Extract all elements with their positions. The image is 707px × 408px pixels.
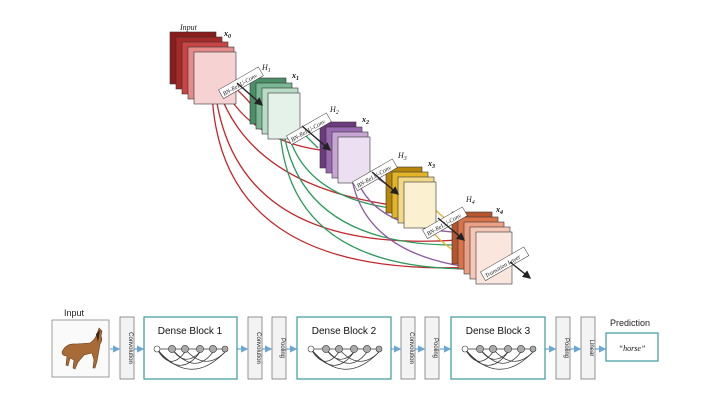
convolution-layer-1: Convolution	[119, 316, 135, 380]
dense-block-2: Dense Block 2	[296, 316, 392, 380]
feature-stack-x3	[385, 166, 437, 229]
pooling-layer-3: Pooling	[555, 316, 571, 380]
horse-image	[51, 319, 110, 378]
op-arrow-3	[371, 171, 400, 195]
h3-label: H3	[397, 151, 407, 162]
convolution-label-3: Convolution	[408, 332, 414, 364]
pooling-layer-2: Pooling	[424, 316, 440, 380]
transition-arrow	[509, 261, 532, 279]
linear-label: Linear	[588, 340, 594, 357]
convolution-label-1: Convolution	[127, 332, 133, 364]
dense-block-2-label: Dense Block 2	[312, 326, 377, 337]
op-arrow-4	[437, 217, 466, 241]
x1-label: x1	[291, 71, 299, 82]
dense-block-3: Dense Block 3	[450, 316, 546, 380]
h2-label: H2	[329, 105, 339, 116]
pooling-layer-1: Pooling	[271, 316, 287, 380]
x4-label: x4	[495, 205, 503, 216]
connection-x1-transition	[279, 129, 501, 270]
x3-label: x3	[427, 159, 435, 170]
x2-label: x2	[361, 115, 369, 126]
dense-block-illustration: Input x0 H1 x1 H2 x2 H3 x3	[169, 23, 532, 285]
linear-layer: Linear	[580, 316, 596, 380]
pipeline-input-label: Input	[64, 308, 85, 318]
pooling-label-3: Pooling	[563, 338, 569, 358]
top-input-label: Input	[179, 23, 198, 32]
pooling-label-2: Pooling	[432, 338, 438, 358]
convolution-layer-3: Convolution	[400, 316, 416, 380]
dense-block-1: Dense Block 1	[143, 316, 238, 380]
dense-block-3-label: Dense Block 3	[466, 326, 531, 337]
prediction-label: Prediction	[610, 318, 650, 328]
convolution-layer-2: Convolution	[247, 316, 263, 380]
dense-block-1-label: Dense Block 1	[158, 326, 223, 337]
convolution-label-2: Convolution	[255, 332, 261, 364]
x0-label: x0	[223, 29, 231, 40]
op-arrow-1	[236, 82, 264, 106]
op-arrow-2	[301, 125, 332, 151]
network-pipeline: Input Convolution	[51, 308, 659, 380]
feature-stack-x2	[319, 121, 371, 184]
prediction-box: “horse”	[605, 332, 659, 362]
pooling-label-1: Pooling	[279, 338, 285, 358]
feature-stack-x0	[169, 31, 237, 105]
h1-label: H1	[261, 63, 271, 74]
feature-stack-x1	[249, 77, 301, 140]
prediction-value: “horse”	[619, 344, 646, 353]
h4-label: H4	[465, 195, 475, 206]
connection-x1-h4	[282, 127, 456, 246]
